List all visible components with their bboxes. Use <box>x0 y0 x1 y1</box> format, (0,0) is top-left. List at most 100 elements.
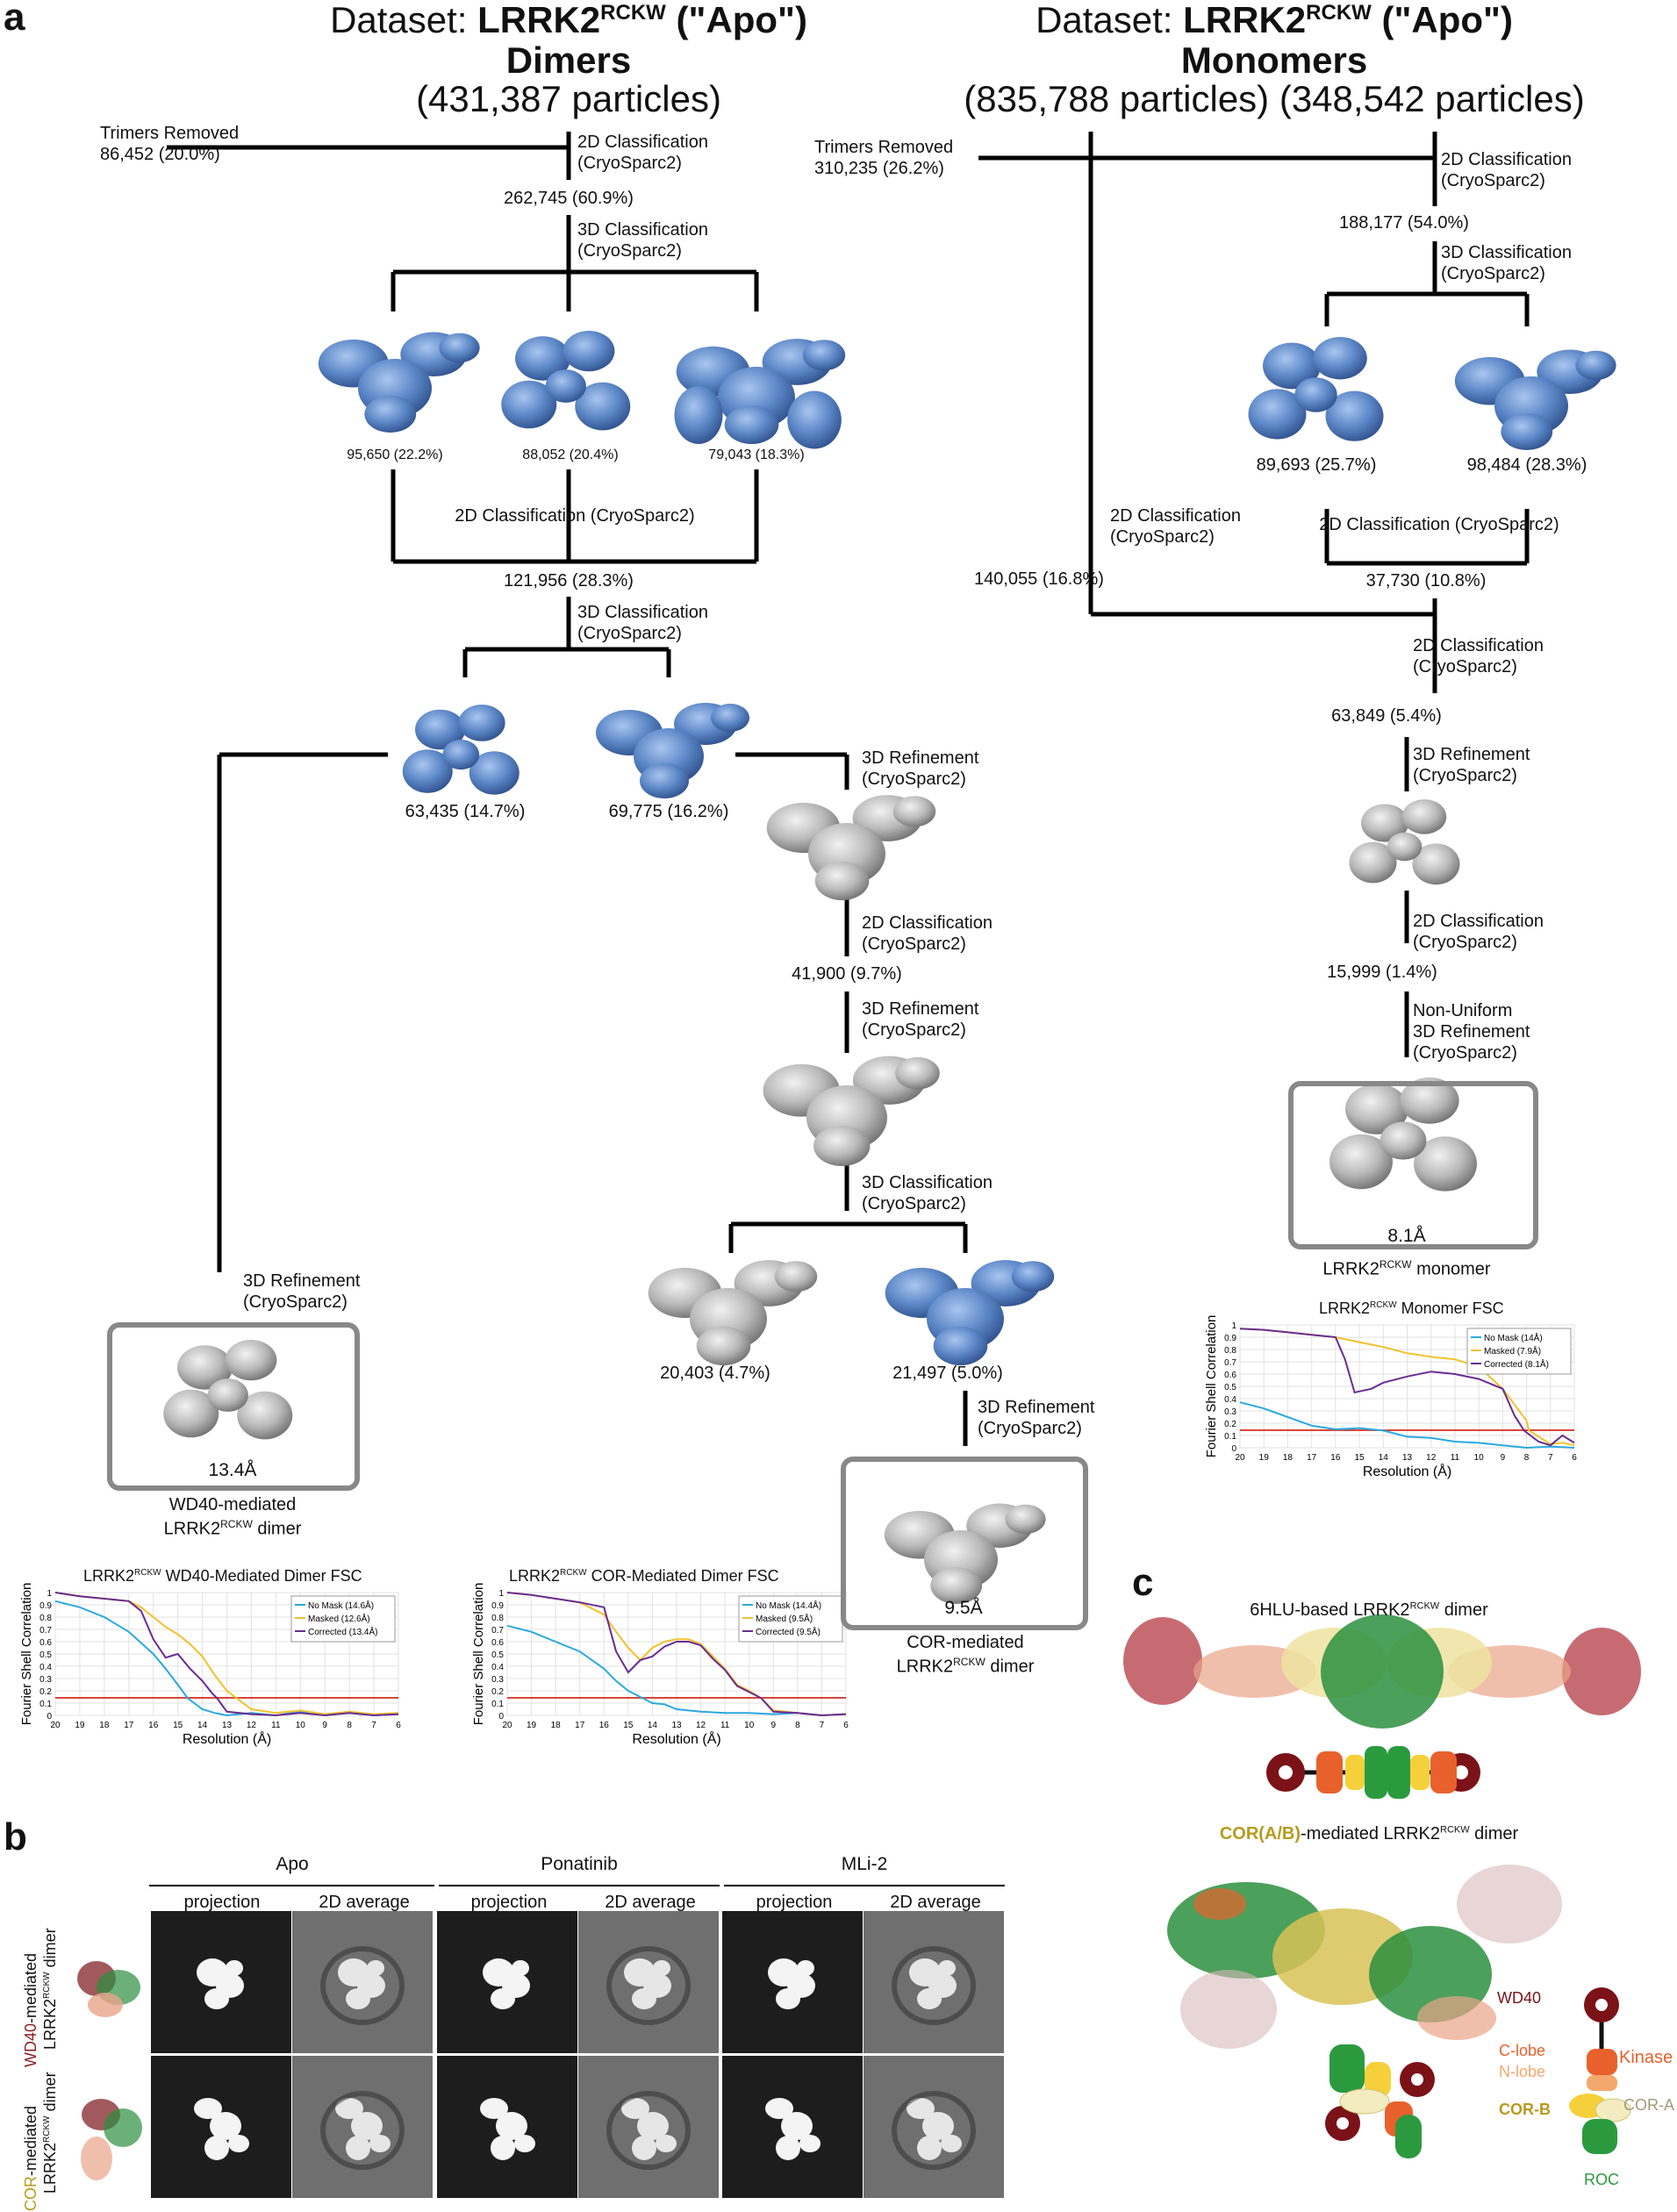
particle-density <box>194 2098 222 2119</box>
fsc-xtick-label: 9 <box>322 1721 327 1730</box>
fsc-legend <box>290 1595 396 1643</box>
right-step-3d-refinement: 3D Refinement <box>1413 745 1530 764</box>
particle-density <box>480 2098 508 2119</box>
fsc-ytick-label: 0 <box>1231 1444 1236 1454</box>
left-trimers-removed-count: 86,452 (20.0%) <box>100 145 220 164</box>
right-trimers-removed-count: 310,235 (26.2%) <box>814 159 944 178</box>
fsc-ytick-label: 0.7 <box>39 1626 52 1636</box>
particle-density <box>367 1960 384 1976</box>
particle-density <box>781 2112 813 2140</box>
density-map-gray-1 <box>766 795 936 900</box>
fsc-xlabel: Resolution (Å) <box>183 1730 271 1747</box>
fsc-xtick-label: 17 <box>124 1721 134 1730</box>
left-count-20403: 20,403 (4.7%) <box>660 1364 770 1383</box>
fsc-legend-label: Corrected (8.1Å) <box>1484 1358 1549 1370</box>
fsc-ytick-label: 0.1 <box>39 1700 52 1709</box>
left-step-3d-classification-2-software: (CryoSparc2) <box>577 624 682 643</box>
fsc-xtick-label: 10 <box>1474 1453 1485 1463</box>
wd40-dimer-final-map-box <box>107 1322 360 1491</box>
particle-density <box>907 2098 935 2119</box>
schematic-cor <box>1325 2044 1435 2158</box>
condition-ponatinib: Ponatinib <box>541 1854 618 1874</box>
fsc-xlabel: Resolution (Å) <box>632 1730 720 1747</box>
projection-image-r1-c5 <box>722 1911 863 2053</box>
right-step-2d-classification-2: 2D Classification (CryoSparc2) <box>1319 515 1559 534</box>
thumb-cor-structure <box>70 2088 149 2194</box>
average-halo <box>606 1946 691 2025</box>
particle-density <box>632 1988 656 2009</box>
fsc-ytick-label: 0.2 <box>39 1687 52 1697</box>
key-kinase: Kinase <box>1619 2048 1673 2067</box>
monomer-label: LRRK2RCKW monomer <box>1322 1258 1491 1279</box>
wd40-step-3d-refinement-software: (CryoSparc2) <box>243 1292 348 1312</box>
particle-density <box>776 2136 800 2160</box>
left-step-2d-classification-3: 2D Classification <box>862 913 993 933</box>
panel-label-a: a <box>4 0 25 39</box>
monomer-final-map-box <box>1288 1081 1538 1249</box>
right-step-2d-classification-4: 2D Classification <box>1413 912 1544 931</box>
wd40-dimer-resolution: 13.4Å <box>208 1460 257 1480</box>
fsc-ytick-label: 0.3 <box>1224 1407 1236 1417</box>
wd40-dimer-label-line2: LRRK2RCKW dimer <box>163 1518 302 1539</box>
fsc-xtick-label: 20 <box>50 1721 61 1730</box>
fsc-ytick-label: 1 <box>47 1589 52 1599</box>
fsc-ytick-label: 0.5 <box>39 1650 52 1660</box>
right-count-37730: 37,730 (10.8%) <box>1365 571 1487 591</box>
subhead-projection-2: projection <box>470 1893 548 1912</box>
fsc-xtick-label: 10 <box>296 1721 306 1730</box>
header-left-title: Dataset: LRRK2RCKW ("Apo") <box>330 0 807 40</box>
cor-dimer-label-line1: COR-mediated <box>907 1633 1024 1652</box>
particle-density <box>346 2136 370 2160</box>
left-count-121956: 121,956 (28.3%) <box>504 571 634 591</box>
fsc-xtick-label: 18 <box>1283 1453 1294 1463</box>
fsc-legend-label: No Mask (14.6Å) <box>308 1600 374 1611</box>
fsc-xtick-label: 17 <box>575 1721 585 1730</box>
density-map-blue-4 <box>1248 337 1384 441</box>
particle-density <box>922 2112 954 2140</box>
particle-density <box>632 2136 656 2160</box>
right-step-non-uniform-3d-refinement: 3D Refinement <box>1413 1022 1530 1042</box>
right-class-count-2: 98,484 (28.3%) <box>1466 455 1587 475</box>
fsc-xtick-label: 12 <box>247 1721 257 1730</box>
fsc-ytick-label: 0.1 <box>491 1700 504 1709</box>
fsc-ytick-label: 0.9 <box>491 1601 504 1611</box>
density-map-gray-4 <box>1349 799 1460 885</box>
fsc-ytick-label: 0.4 <box>1224 1395 1236 1405</box>
fsc-xtick-label: 18 <box>99 1721 110 1730</box>
fsc-xtick-label: 12 <box>696 1721 706 1730</box>
2d-average-image-r2-c2 <box>292 2056 433 2198</box>
particle-density <box>204 2136 229 2160</box>
thumb-wd40-structure <box>70 1935 149 2031</box>
fsc-ylabel: Fourier Shell Correlation <box>1204 1315 1219 1458</box>
particle-density <box>637 2112 669 2140</box>
density-map-gray-3 <box>648 1260 818 1365</box>
left-step-3d-classification-2: 3D Classification <box>577 603 708 622</box>
right-trimers-removed-label: Trimers Removed <box>814 138 954 157</box>
left-count-41900: 41,900 (9.7%) <box>792 964 902 984</box>
wd40-step-3d-refinement: 3D Refinement <box>243 1271 361 1291</box>
fsc-ytick-label: 0.3 <box>491 1675 504 1685</box>
fsc-legend-label: Corrected (9.5Å) <box>756 1626 821 1637</box>
particle-density <box>514 2135 535 2152</box>
fsc-ytick-label: 0.5 <box>491 1650 504 1660</box>
subhead-projection-1: projection <box>183 1893 261 1912</box>
fsc-ytick-label: 1 <box>498 1589 504 1599</box>
cor-dimer-resolution: 9.5Å <box>944 1598 983 1618</box>
fsc-xtick-label: 8 <box>347 1721 352 1730</box>
left-step-3d-classification-3: 3D Classification <box>862 1173 993 1192</box>
right-step-2d-classification-software: (CryoSparc2) <box>1441 171 1545 190</box>
fsc-ytick-label: 0.8 <box>1224 1346 1236 1356</box>
fsc-xtick-label: 16 <box>148 1721 159 1730</box>
left-step-3d-refinement-2: 3D Refinement <box>862 999 979 1019</box>
row-label-cor-line2: LRRK2RCKW dimer <box>41 2072 59 2194</box>
right-side-step-2d-classification-software: (CryoSparc2) <box>1110 527 1215 547</box>
fsc-xtick-label: 19 <box>527 1721 537 1730</box>
workflow-lines <box>167 132 1530 1446</box>
fsc-xtick-label: 19 <box>75 1721 85 1730</box>
right-step-3d-classification-software: (CryoSparc2) <box>1441 264 1545 283</box>
monomer-resolution: 8.1Å <box>1387 1226 1426 1246</box>
fsc-xtick-label: 8 <box>795 1721 800 1730</box>
fsc-xtick-label: 14 <box>648 1721 658 1730</box>
left-trimers-removed-label: Trimers Removed <box>100 124 240 143</box>
